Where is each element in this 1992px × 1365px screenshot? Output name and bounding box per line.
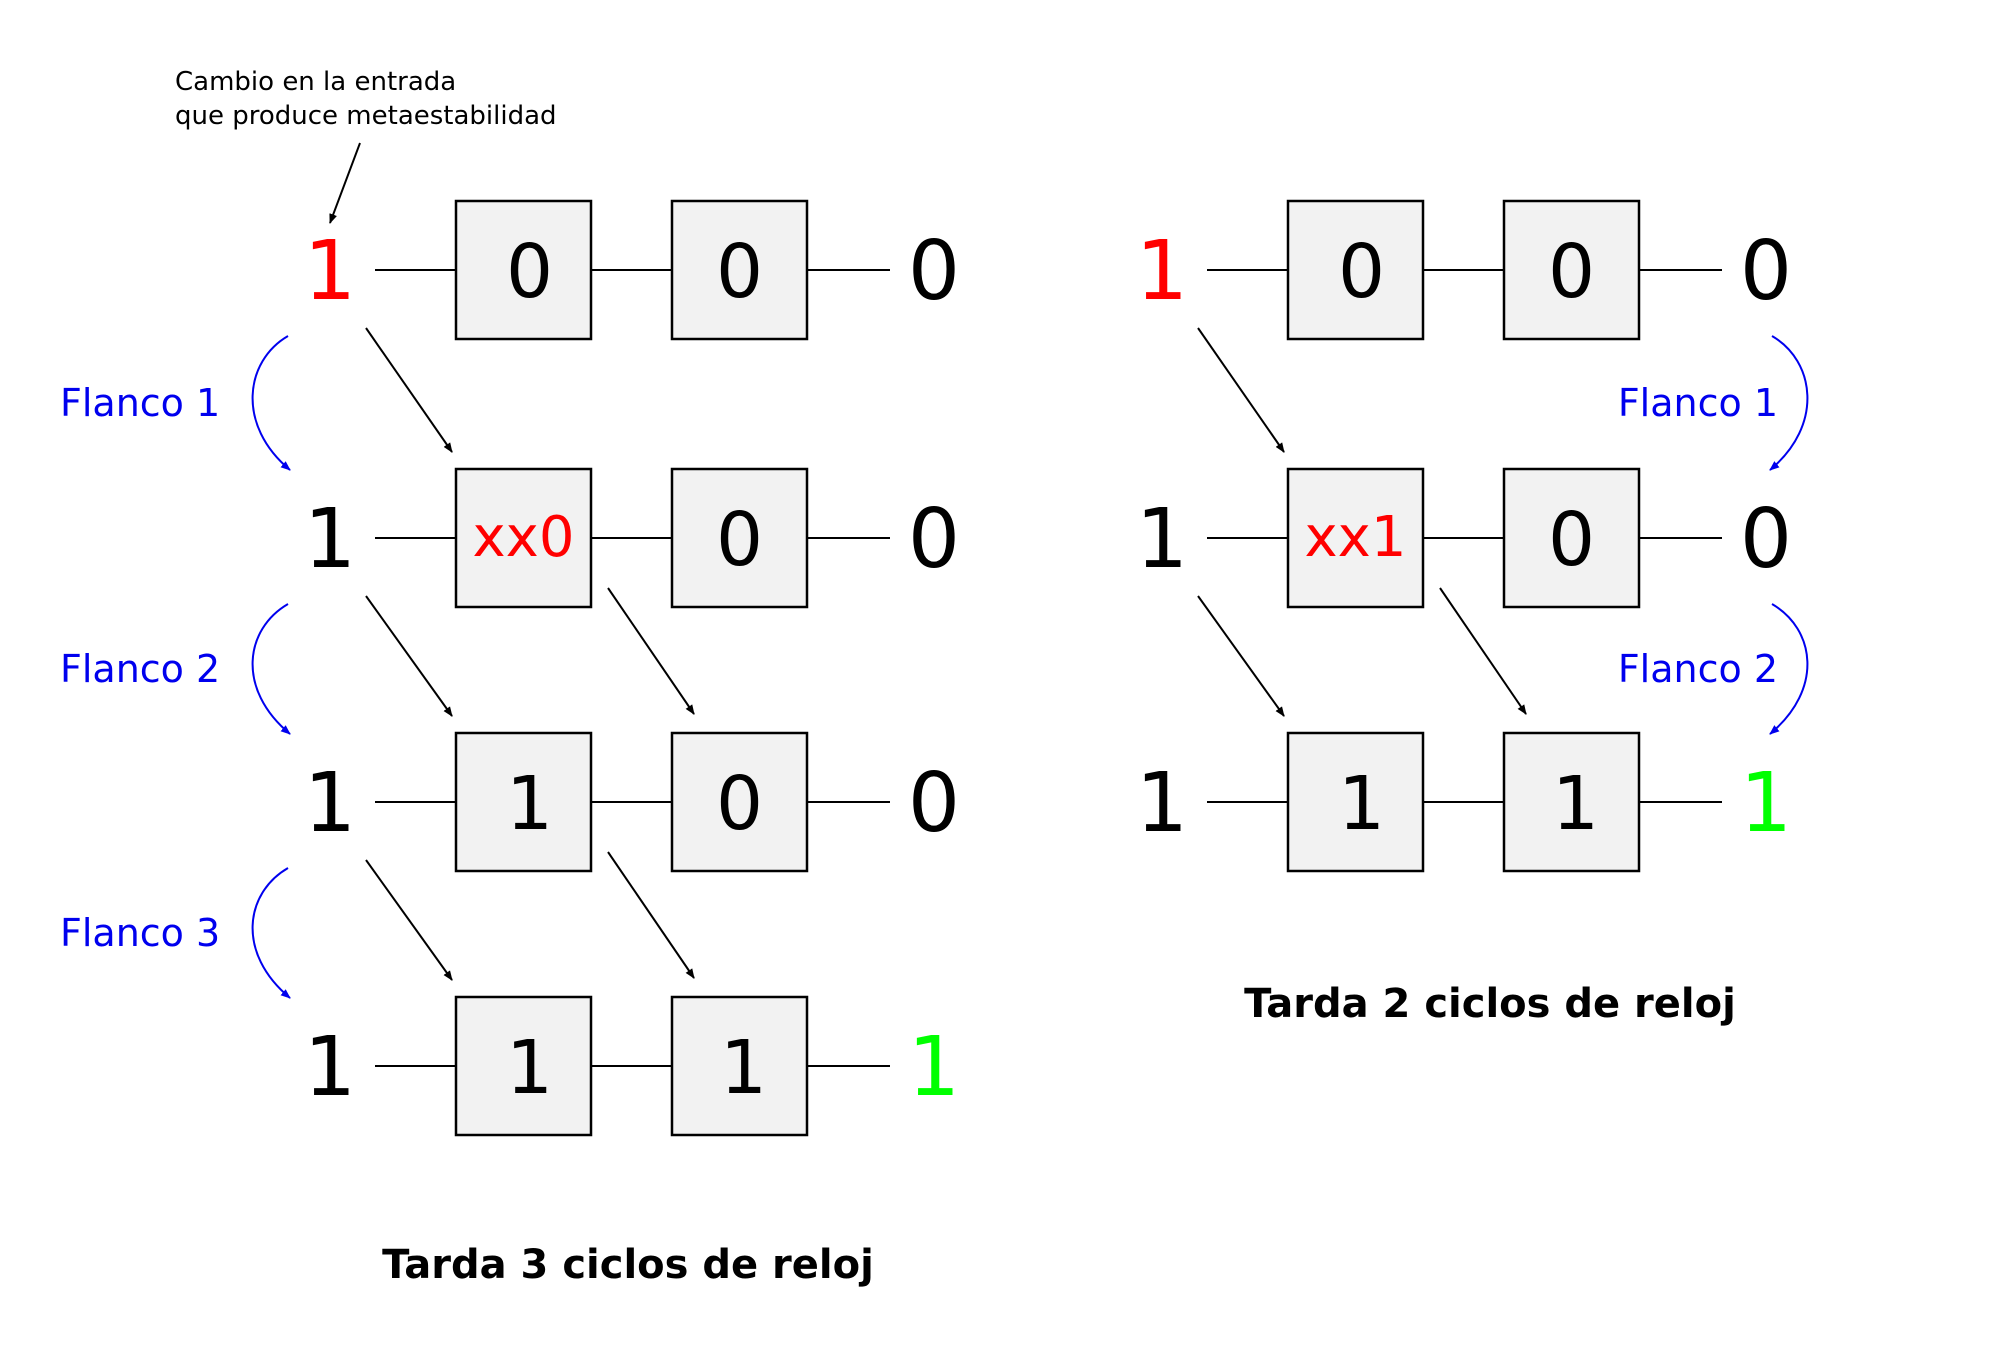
flipflop-1-value: 1	[1338, 761, 1385, 847]
input-value: 1	[304, 1020, 356, 1115]
clock-edge-arrow	[251, 867, 291, 999]
input-value: 1	[1136, 492, 1188, 587]
propagation-arrow-stage-1	[1197, 327, 1285, 453]
flipflop-1-box	[1286, 467, 1425, 609]
output-value: 1	[908, 1020, 960, 1115]
flipflop-1-value: 1	[506, 1025, 553, 1111]
flipflop-1-box	[454, 995, 593, 1137]
flipflop-2-box	[1502, 199, 1641, 341]
left-flank-2: Flanco 2	[60, 603, 291, 735]
flipflop-2-box	[1502, 467, 1641, 609]
flipflop-2-value: 0	[716, 229, 763, 315]
right-row-3: 1 1 1 1	[1136, 731, 1792, 873]
flipflop-1-value: 1	[506, 761, 553, 847]
left-flank-1: Flanco 1	[60, 335, 291, 471]
output-value: 0	[1740, 224, 1792, 319]
flipflop-1-value: xx0	[473, 505, 575, 570]
output-value: 0	[908, 224, 960, 319]
right-flank-2: Flanco 2	[1618, 603, 1809, 735]
right-row-1: 1 0 0 0	[1136, 199, 1792, 453]
propagation-arrow-stage-1	[1197, 595, 1285, 717]
left-row-4: 1 1 1 1	[304, 995, 960, 1137]
flipflop-1-box	[454, 467, 593, 609]
clock-edge-arrow	[251, 603, 291, 735]
input-value: 1	[1136, 756, 1188, 851]
left-row-3: 1 1 0 0	[304, 731, 960, 981]
flipflop-1-value: 0	[506, 229, 553, 315]
annotation-line-1: Cambio en la entrada	[175, 67, 456, 97]
right-flank-1: Flanco 1	[1618, 335, 1809, 471]
flank-label: Flanco 1	[1618, 381, 1778, 425]
left-caption: Tarda 3 ciclos de reloj	[382, 1242, 874, 1288]
metastability-annotation: Cambio en la entrada que produce metaest…	[175, 67, 557, 224]
flipflop-2-value: 1	[1552, 761, 1599, 847]
propagation-arrow-stage-1	[365, 327, 453, 453]
flipflop-2-box	[670, 199, 809, 341]
left-row-1: 1 0 0 0	[304, 199, 960, 453]
flipflop-2-value: 0	[1548, 229, 1595, 315]
flipflop-1-box	[454, 199, 593, 341]
annotation-line-2: que produce metaestabilidad	[175, 101, 557, 131]
flipflop-2-box	[670, 467, 809, 609]
flank-label: Flanco 3	[60, 911, 220, 955]
flipflop-2-box	[670, 995, 809, 1137]
flipflop-2-box	[1502, 731, 1641, 873]
input-value: 1	[304, 756, 356, 851]
propagation-arrow-stage-1	[365, 595, 453, 717]
left-flank-3: Flanco 3	[60, 867, 291, 999]
clock-edge-arrow	[1769, 335, 1809, 471]
output-value: 1	[1740, 756, 1792, 851]
flank-label: Flanco 2	[60, 647, 220, 691]
flipflop-2-box	[670, 731, 809, 873]
flipflop-1-value: xx1	[1305, 505, 1407, 570]
output-value: 0	[1740, 492, 1792, 587]
propagation-arrow-stage-1	[365, 859, 453, 981]
flipflop-2-value: 1	[720, 1025, 767, 1111]
input-value: 1	[1136, 224, 1188, 319]
flank-label: Flanco 1	[60, 381, 220, 425]
clock-edge-arrow	[251, 335, 291, 471]
flipflop-1-box	[1286, 731, 1425, 873]
propagation-arrow-stage-2	[607, 851, 695, 979]
right-caption: Tarda 2 ciclos de reloj	[1244, 981, 1736, 1027]
output-value: 0	[908, 492, 960, 587]
flipflop-1-box	[454, 731, 593, 873]
input-value: 1	[304, 224, 356, 319]
flipflop-1-value: 0	[1338, 229, 1385, 315]
flipflop-2-value: 0	[1548, 497, 1595, 583]
left-row-2: 1 xx0 0 0	[304, 467, 960, 717]
flank-label: Flanco 2	[1618, 647, 1778, 691]
flipflop-2-value: 0	[716, 761, 763, 847]
annotation-pointer-arrow	[329, 142, 361, 224]
flipflop-1-box	[1286, 199, 1425, 341]
propagation-arrow-stage-2	[1439, 587, 1527, 715]
input-value: 1	[304, 492, 356, 587]
output-value: 0	[908, 756, 960, 851]
propagation-arrow-stage-2	[607, 587, 695, 715]
flipflop-2-value: 0	[716, 497, 763, 583]
right-row-2: 1 xx1 0 0	[1136, 467, 1792, 717]
clock-edge-arrow	[1769, 603, 1809, 735]
